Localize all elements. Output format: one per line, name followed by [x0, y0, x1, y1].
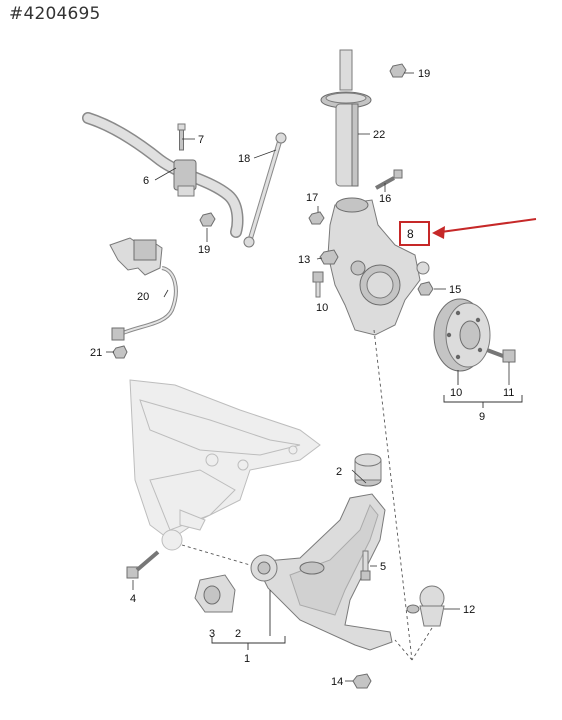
callout-2-top: 2 — [336, 466, 342, 478]
washer-17 — [308, 211, 325, 225]
wheel-hub — [433, 298, 491, 372]
callout-19-top: 19 — [418, 68, 430, 80]
bolt-16 — [375, 169, 403, 190]
bolt-7 — [177, 123, 186, 151]
nut-19-top — [389, 63, 407, 78]
shock-absorber-strut — [320, 49, 372, 187]
part-number: #4204695 — [9, 4, 101, 24]
callout-21: 21 — [90, 347, 102, 359]
bolt-4 — [126, 550, 160, 579]
anti-roll-bar — [82, 112, 244, 238]
assembly-axis-lines — [181, 329, 433, 661]
highlight-callout-8 — [399, 218, 537, 246]
callout-5: 5 — [380, 561, 386, 573]
bolt-5 — [360, 550, 371, 581]
callout-9: 9 — [479, 411, 485, 423]
callout-17: 17 — [306, 192, 318, 204]
callout-14: 14 — [331, 676, 343, 688]
callout-4: 4 — [130, 593, 136, 605]
callout-labels: 19 22 7 6 18 16 17 19 8 13 15 10 20 21 1… — [90, 68, 514, 688]
callout-6: 6 — [143, 175, 149, 187]
callout-20: 20 — [137, 291, 149, 303]
callout-15: 15 — [449, 284, 461, 296]
level-sensor-bracket — [109, 237, 178, 341]
wheel-bearing-housing — [327, 197, 430, 336]
callout-22: 22 — [373, 129, 385, 141]
callout-18: 18 — [238, 153, 250, 165]
callout-11: 11 — [503, 387, 514, 399]
callout-7: 7 — [198, 134, 204, 146]
callout-12: 12 — [463, 604, 475, 616]
callout-10-upper: 10 — [316, 302, 328, 314]
bush-2-lower — [194, 574, 236, 613]
hub-bolt-11 — [486, 348, 516, 363]
ball-joint-12 — [406, 585, 445, 627]
callout-19-left: 19 — [198, 244, 210, 256]
nut-15 — [417, 281, 434, 296]
subframe — [129, 379, 321, 551]
leader-lines — [106, 72, 510, 682]
bush-2-top — [354, 453, 382, 487]
callout-8: 8 — [407, 227, 414, 241]
nut-14 — [352, 673, 372, 689]
callout-2-lower: 2 — [235, 628, 241, 640]
callout-10-lower: 10 — [450, 387, 462, 399]
nut-13 — [319, 249, 339, 265]
nut-21 — [112, 345, 128, 359]
callout-16: 16 — [379, 193, 391, 205]
callout-3: 3 — [209, 628, 215, 640]
bolt-10-upper — [312, 271, 324, 298]
nut-19-left — [199, 212, 216, 227]
coupling-rod — [243, 132, 287, 248]
lower-control-arm — [250, 493, 393, 651]
group-brackets — [211, 370, 523, 650]
callout-13: 13 — [298, 254, 310, 266]
callout-1: 1 — [244, 653, 250, 665]
